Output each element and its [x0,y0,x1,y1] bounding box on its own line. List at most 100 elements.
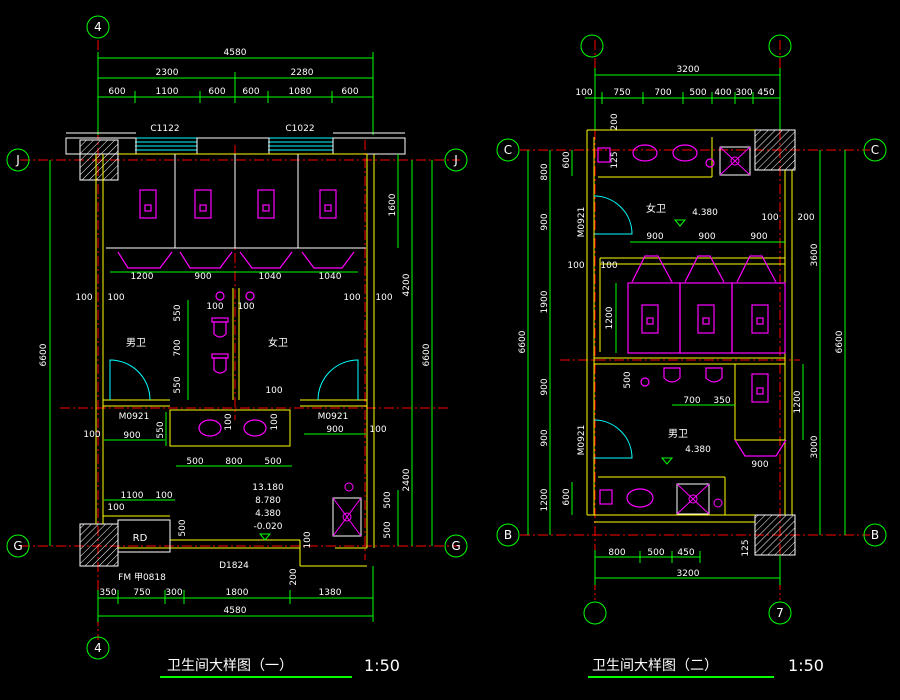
dim-bottom-total: 4580 [224,606,247,616]
svg-text:100: 100 [375,293,392,303]
plan-2-room-women: 女卫 [646,202,666,215]
svg-text:4: 4 [94,641,102,655]
plan-1: 4 4 J J G G [6,15,468,678]
svg-text:100: 100 [575,88,592,98]
svg-text:1080: 1080 [289,87,312,97]
svg-text:C: C [504,143,512,157]
svg-text:6600: 6600 [835,330,845,353]
axis-bubble-g-right: G [444,534,468,558]
axis-bubble-g-left: G [6,534,30,558]
svg-text:600: 600 [562,488,572,505]
sink-group [198,419,267,437]
svg-text:800: 800 [225,457,242,467]
axis-bubble-4-bottom: 4 [86,636,110,660]
svg-text:200: 200 [797,213,814,223]
axis-bubble-top-left [580,34,604,58]
svg-text:125: 125 [610,151,620,168]
svg-text:100: 100 [567,261,584,271]
svg-text:900: 900 [698,232,715,242]
svg-text:600: 600 [242,87,259,97]
plan-2-title: 卫生间大样图（二） [592,658,718,674]
svg-text:350: 350 [713,396,730,406]
svg-text:100: 100 [600,261,617,271]
elevation-4: -0.020 [253,522,282,532]
svg-text:1200: 1200 [605,306,615,329]
svg-text:500: 500 [623,371,633,388]
svg-text:1800: 1800 [226,588,249,598]
svg-text:J: J [453,153,458,167]
svg-text:200: 200 [289,568,299,585]
svg-text:4.380: 4.380 [685,445,711,455]
door-swing [593,195,633,459]
plan-2-dim-left-total: 6600 [518,330,528,353]
svg-text:B: B [871,528,879,542]
svg-text:125: 125 [741,539,751,556]
svg-text:900: 900 [751,460,768,470]
svg-text:300: 300 [735,88,752,98]
svg-text:1200: 1200 [540,488,550,511]
svg-text:3600: 3600 [810,243,820,266]
shower-fixture [332,482,362,537]
axis-bubble-7-bottom: 7 [768,601,792,625]
window-label-1: C1122 [150,124,179,134]
svg-text:1200: 1200 [131,272,154,282]
svg-text:7: 7 [776,606,784,620]
svg-text:900: 900 [123,431,140,441]
svg-text:900: 900 [750,232,767,242]
svg-text:100: 100 [270,413,280,430]
svg-text:100: 100 [224,413,234,430]
svg-text:1380: 1380 [319,588,342,598]
svg-text:6600: 6600 [422,343,432,366]
axis-bubble-c-right: C [863,138,887,162]
svg-text:500: 500 [689,88,706,98]
svg-text:B: B [504,528,512,542]
elevation-3: 4.380 [255,509,281,519]
svg-text:600: 600 [341,87,358,97]
plan-1-scale: 1:50 [364,656,400,675]
axis-bubble-bottom-left [583,601,607,625]
svg-text:100: 100 [107,503,124,513]
svg-text:100: 100 [155,491,172,501]
plan-1-title: 卫生间大样图（一） [167,658,293,674]
svg-text:350: 350 [99,588,116,598]
shower-fixture [676,483,723,515]
door-label-2: M0921 [318,412,349,422]
door-swing [109,359,359,401]
axis-bubble-top-right [768,34,792,58]
svg-text:3000: 3000 [810,435,820,458]
urinal-group [211,291,255,374]
svg-text:J: J [15,153,20,167]
plan-2: C C B B 7 3200 100 750 700 500 400 300 4… [496,34,887,678]
axis-bubble-j-left: J [6,148,30,172]
svg-text:700: 700 [173,339,183,356]
svg-text:100: 100 [303,531,313,548]
dim-top-mid-1: 2300 [156,68,179,78]
svg-text:500: 500 [186,457,203,467]
column-hatch [79,139,119,181]
svg-text:1040: 1040 [259,272,282,282]
svg-text:450: 450 [757,88,774,98]
column-hatch [79,523,119,567]
svg-text:100: 100 [83,430,100,440]
svg-text:550: 550 [173,376,183,393]
svg-text:1600: 1600 [388,193,398,216]
svg-text:500: 500 [383,491,393,508]
svg-text:750: 750 [133,588,150,598]
axis-bubble-c-left: C [496,138,520,162]
svg-text:300: 300 [165,588,182,598]
dim-top-total: 4580 [224,48,247,58]
svg-text:500: 500 [178,519,188,536]
svg-text:600: 600 [208,87,225,97]
plan-2-scale: 1:50 [788,656,824,675]
svg-text:4200: 4200 [402,273,412,296]
svg-text:900: 900 [326,425,343,435]
room-label-men: 男卫 [126,337,146,349]
room-label-women: 女卫 [268,336,288,349]
axis-bubble-b-left: B [496,523,520,547]
rd-label: RD [133,533,148,544]
svg-text:4.380: 4.380 [692,208,718,218]
plan-2-dim-top-total: 3200 [677,65,700,75]
svg-text:900: 900 [540,429,550,446]
svg-text:700: 700 [683,396,700,406]
svg-text:1100: 1100 [121,491,144,501]
